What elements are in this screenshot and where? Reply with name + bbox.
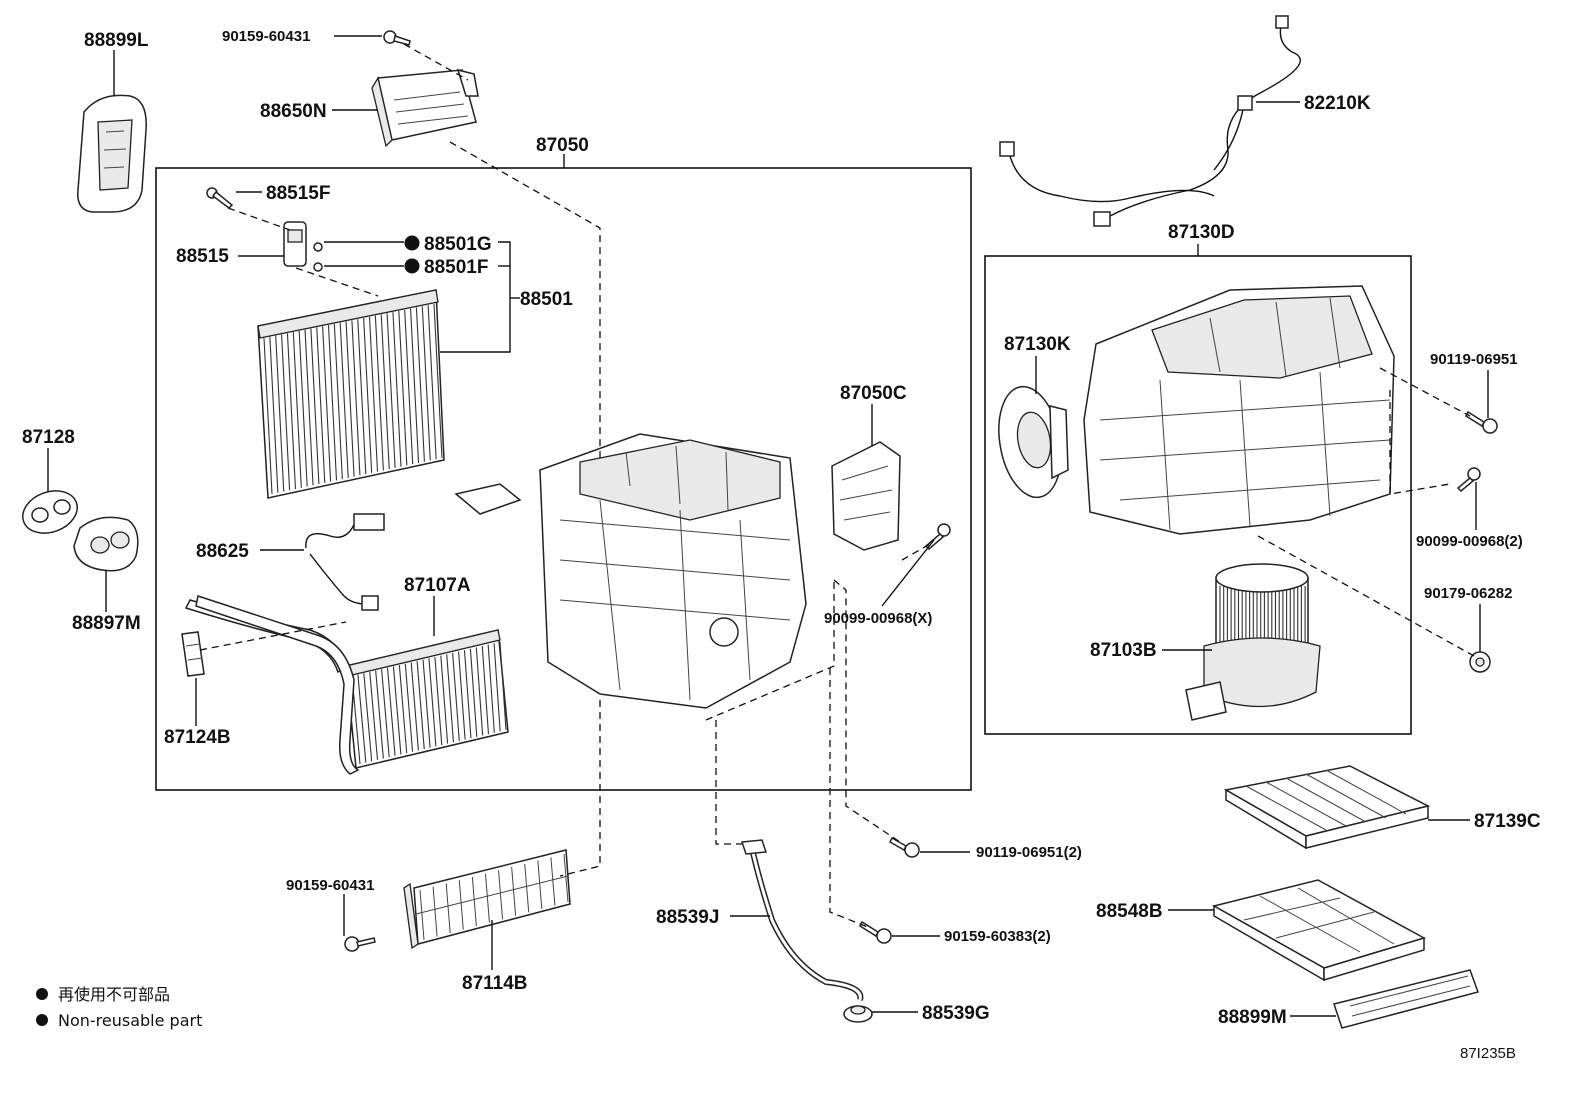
label-88897M: 88897M xyxy=(72,613,141,634)
clip-87124B xyxy=(181,631,205,677)
legend-english: Non-reusable part xyxy=(58,1011,202,1030)
label-87130K: 87130K xyxy=(1004,334,1071,355)
actuator-87050C xyxy=(831,441,901,551)
non-reusable-marker-88501G xyxy=(404,235,420,251)
evaporator-88501 xyxy=(257,289,445,499)
harness-82210K xyxy=(999,15,1301,227)
leader-lines xyxy=(47,35,1489,1017)
screw-90159-60431-bottom xyxy=(344,936,376,952)
drain-hose-88539J xyxy=(740,839,864,1001)
screw-90099-00968-2 xyxy=(1456,467,1481,493)
label-88899M: 88899M xyxy=(1218,1007,1287,1028)
label-88650N: 88650N xyxy=(260,101,327,122)
label-90179-06282: 90179-06282 xyxy=(1424,585,1512,602)
part-88899L-cover xyxy=(77,94,147,213)
label-88501: 88501 xyxy=(520,289,573,310)
label-88899L: 88899L xyxy=(84,30,149,51)
fan-87130K xyxy=(998,385,1069,499)
label-90159-60431-bottom: 90159-60431 xyxy=(286,877,374,894)
seal-87128 xyxy=(22,490,78,534)
valve-88515 xyxy=(283,221,323,272)
housing-87050 xyxy=(454,433,807,709)
grommet-88539G xyxy=(843,1005,873,1023)
sensor-88625 xyxy=(305,513,385,611)
duct-87114B xyxy=(403,849,571,950)
label-90119-06951: 90119-06951 xyxy=(1430,351,1518,368)
label-88515F: 88515F xyxy=(266,183,330,204)
screw-90159-60383-2 xyxy=(859,920,892,944)
label-87128: 87128 xyxy=(22,427,75,448)
label-88548B: 88548B xyxy=(1096,901,1163,922)
label-87114B: 87114B xyxy=(462,973,528,994)
label-90159-60431-top: 90159-60431 xyxy=(222,28,310,45)
label-88625: 88625 xyxy=(196,541,249,562)
screw-90159-60431-top xyxy=(383,30,411,46)
strip-88899M xyxy=(1333,969,1479,1029)
label-82210K: 82210K xyxy=(1304,93,1371,114)
label-87103B: 87103B xyxy=(1090,640,1157,661)
diagram-code: 87I235B xyxy=(1460,1045,1516,1062)
blower-motor-87103B xyxy=(1185,563,1321,721)
label-90099-00968-2: 90099-00968(2) xyxy=(1416,533,1523,550)
label-88539J: 88539J xyxy=(656,907,719,928)
legend-bullet-japanese xyxy=(36,988,48,1000)
label-87124B: 87124B xyxy=(164,727,231,748)
label-90159-60383-2: 90159-60383(2) xyxy=(944,928,1051,945)
screw-90119-06951-2 xyxy=(889,836,920,858)
label-88501G: 88501G xyxy=(424,234,492,255)
label-88501F: 88501F xyxy=(424,257,488,278)
dashed-assembly-lines xyxy=(199,43,1475,929)
label-87139C: 87139C xyxy=(1474,811,1541,832)
part-88650N-controller xyxy=(371,68,479,148)
tray-88548B xyxy=(1211,879,1426,982)
label-90119-06951-2: 90119-06951(2) xyxy=(976,844,1082,861)
heater-core-87107A xyxy=(184,595,509,775)
non-reusable-marker-88501F xyxy=(404,258,420,274)
grommet-88897M xyxy=(73,516,139,572)
label-90099-00968X: 90099-00968(X) xyxy=(824,610,932,627)
bolt-88515F xyxy=(206,187,234,209)
label-88515: 88515 xyxy=(176,246,229,267)
blower-housing-87130D xyxy=(1083,285,1395,535)
label-87050C: 87050C xyxy=(840,383,907,404)
filter-87139C xyxy=(1223,765,1431,850)
label-87130D: 87130D xyxy=(1168,222,1235,243)
screw-90119-06951 xyxy=(1465,410,1498,434)
legend-bullet-english xyxy=(36,1014,48,1026)
label-87050: 87050 xyxy=(536,135,589,156)
label-87107A: 87107A xyxy=(404,575,471,596)
label-88539G: 88539G xyxy=(922,1003,990,1024)
legend-japanese: 再使用不可部品 xyxy=(58,985,170,1004)
